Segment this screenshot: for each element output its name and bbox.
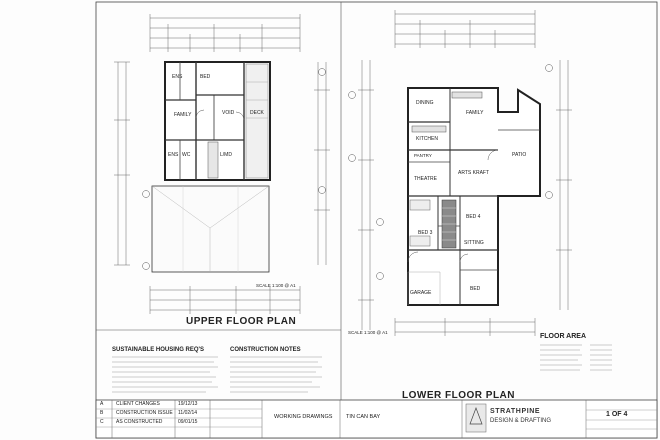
construction-notes-heading: CONSTRUCTION NOTES (230, 347, 301, 353)
room-label-lmd: L/MD (220, 152, 232, 158)
rev-desc-b: CONSTRUCTION ISSUE (116, 410, 173, 416)
rev-desc-c: AS CONSTRUCTED (116, 419, 163, 425)
site-label: TIN CAN BAY (346, 414, 381, 420)
room-label-arts-kraft: ARTS KRAFT (458, 170, 490, 176)
company-name-line-1: STRATHPINE (490, 408, 541, 415)
room-label-deck: DECK (250, 110, 264, 116)
upper-floor-plan-title: UPPER FLOOR PLAN (186, 316, 297, 327)
room-label-theatre: THEATRE (414, 176, 437, 182)
upper-scale-label: SCALE 1:100 @ A1 (256, 283, 296, 288)
room-label-family-upper: FAMILY (174, 112, 192, 118)
lower-floor-plan-title: LOWER FLOOR PLAN (402, 390, 515, 401)
rev-code-c: C (100, 419, 104, 425)
construction-notes-lines (230, 356, 322, 393)
floor-area-heading: FLOOR AREA (540, 333, 587, 340)
title-block-frame (95, 399, 658, 439)
lower-scale-label: SCALE 1:100 @ A1 (348, 330, 388, 335)
rev-code-b: B (100, 410, 104, 416)
room-label-bed-4: BED 4 (466, 214, 481, 220)
room-label-family-lower: FAMILY (466, 110, 484, 116)
sheet-number: 1 OF 4 (606, 411, 628, 418)
sustainable-housing-heading: SUSTAINABLE HOUSING REQ'S (112, 347, 204, 353)
room-label-bed-upper: BED (200, 74, 211, 80)
lower-dimension-lines (358, 10, 572, 336)
drawing-label: WORKING DRAWINGS (274, 414, 333, 420)
room-label-sitting: SITTING (464, 240, 484, 246)
rev-date-a: 19/12/13 (178, 401, 198, 407)
company-name-line-2: DESIGN & DRAFTING (490, 418, 552, 424)
room-label-ens: ENS (172, 74, 183, 80)
room-label-void: VOID (222, 110, 235, 116)
room-label-garage: GARAGE (410, 290, 432, 296)
room-label-dining: DINING (416, 100, 434, 106)
room-label-patio: PATIO (512, 152, 527, 158)
sustainable-notes-lines (112, 356, 218, 393)
company-logo (465, 403, 487, 433)
upper-floor-walls (164, 61, 271, 181)
room-label-kitchen: KITCHEN (416, 136, 438, 142)
upper-roof-outline (151, 185, 270, 273)
rev-date-c: 09/01/15 (178, 419, 198, 425)
lower-grid-markers (348, 64, 553, 280)
rev-desc-a: CLIENT CHANGES (116, 401, 160, 407)
upper-dimension-lines (114, 14, 330, 314)
room-label-bed-lower: BED (470, 286, 481, 292)
lower-floor-walls (407, 87, 541, 306)
room-label-wc: WC (182, 152, 191, 158)
floor-area-table-lines (540, 344, 612, 371)
rev-date-b: 11/02/14 (178, 410, 198, 416)
room-label-pantry: PANTRY (414, 153, 432, 158)
rev-code-a: A (100, 401, 104, 407)
room-label-bed-3: BED 3 (418, 230, 433, 236)
room-label-ens-2: ENS (168, 152, 179, 158)
